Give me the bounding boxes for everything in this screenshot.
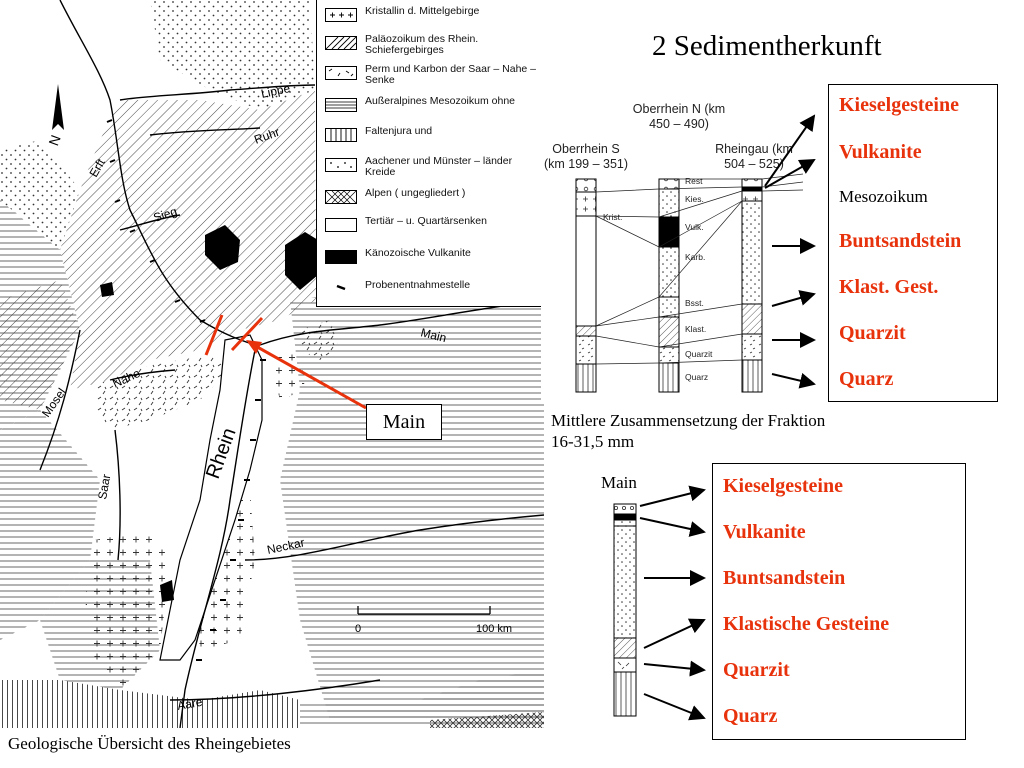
- legend-label: Probenentnahmestelle: [365, 279, 471, 291]
- list-item: Buntsandstein: [723, 567, 846, 589]
- stratigraphic-columns: [575, 173, 803, 393]
- list-item: Vulkanite: [839, 141, 922, 163]
- list-item: Buntsandstein: [839, 230, 962, 252]
- north-arrow-icon: [52, 84, 64, 130]
- place-lippe: Lippe: [260, 81, 292, 101]
- column-header-north: Oberrhein N (km 450 – 490): [632, 102, 726, 131]
- layer-label: Quarzit: [685, 349, 713, 359]
- legend-label: Alpen ( ungegliedert ): [365, 187, 466, 199]
- horizontal-pattern-icon: [325, 98, 357, 112]
- column-header-south: Oberrhein S (km 199 – 351): [543, 142, 629, 171]
- columns-caption-line2: 16-31,5 mm: [551, 432, 635, 451]
- solid-pattern-icon: [325, 250, 357, 264]
- vertical-pattern-icon: [325, 128, 357, 142]
- sample-mark-icon: [325, 282, 355, 294]
- legend-label: Känozoische Vulkanite: [365, 247, 471, 259]
- map-legend: Kristallin d. Mittelgebirge Paläozoikum …: [316, 0, 543, 307]
- dash-pattern-icon: [325, 66, 357, 80]
- layer-label: Karb.: [685, 252, 706, 262]
- blank-pattern-icon: [325, 218, 357, 232]
- place-main: Main: [419, 325, 448, 345]
- main-column: [613, 503, 637, 717]
- scale-end: 100 km: [476, 623, 512, 635]
- columns-caption-line1: Mittlere Zusammensetzung der Fraktion: [551, 411, 826, 430]
- list-item: Quarzit: [839, 322, 906, 344]
- list-item: Kieselgesteine: [839, 94, 959, 116]
- bottom-arrows: [639, 485, 706, 721]
- list-item: Klastische Gesteine: [723, 613, 890, 635]
- list-item: Kieselgesteine: [723, 475, 843, 497]
- top-arrows: [764, 114, 816, 389]
- layer-label: Vulk.: [685, 222, 704, 232]
- layer-label: Kies.: [685, 194, 704, 204]
- legend-label: Paläozoikum des Rhein. Schiefergebirges: [365, 33, 479, 56]
- composition-columns: Oberrhein S (km 199 – 351) Oberrhein N (…: [541, 94, 803, 404]
- list-item: Quarz: [723, 705, 778, 727]
- column-header-rheingau: Rheingau (km 504 – 525): [715, 142, 793, 171]
- legend-label: Tertiär – u. Quartärsenken: [365, 215, 487, 227]
- legend-label: Perm und Karbon der Saar – Nahe – Senke: [365, 63, 537, 86]
- main-callout: Main: [366, 404, 442, 440]
- list-item: Quarzit: [723, 659, 790, 681]
- source-list-bottom: Kieselgesteine Vulkanite Buntsandstein K…: [712, 463, 966, 740]
- list-item: Klast. Gest.: [839, 276, 939, 298]
- layer-label: Bsst.: [685, 298, 704, 308]
- list-item: Vulkanite: [723, 521, 806, 543]
- list-item: Quarz: [839, 368, 894, 390]
- main-column-label: Main: [601, 473, 637, 492]
- legend-label: Faltenjura und: [365, 125, 433, 137]
- legend-label: Außeralpines Mesozoikum ohne: [365, 95, 515, 107]
- map-caption: Geologische Übersicht des Rheingebietes: [8, 734, 291, 753]
- cross-pattern-icon: [325, 8, 357, 22]
- layer-label: Klast.: [685, 324, 707, 334]
- list-item: Mesozoikum: [839, 187, 928, 206]
- layer-label: Krist.: [603, 212, 623, 222]
- layer-label: Rest: [685, 176, 703, 186]
- scale-start: 0: [355, 623, 361, 635]
- scale-bar: [357, 606, 491, 615]
- place-saar: Saar: [95, 473, 113, 500]
- legend-label: Aachener und Münster – länder Kreide: [365, 155, 513, 178]
- crosshatch-pattern-icon: [325, 190, 357, 204]
- source-list-top: Kieselgesteine Vulkanite Mesozoikum Bunt…: [828, 84, 998, 402]
- legend-label: Kristallin d. Mittelgebirge: [365, 5, 480, 17]
- layer-label: Quarz: [685, 372, 709, 382]
- dot-pattern-icon: [325, 158, 357, 172]
- diagonal-pattern-icon: [325, 36, 357, 50]
- page-title: 2 Sedimentherkunft: [652, 30, 882, 62]
- place-aare: Aare: [176, 695, 204, 713]
